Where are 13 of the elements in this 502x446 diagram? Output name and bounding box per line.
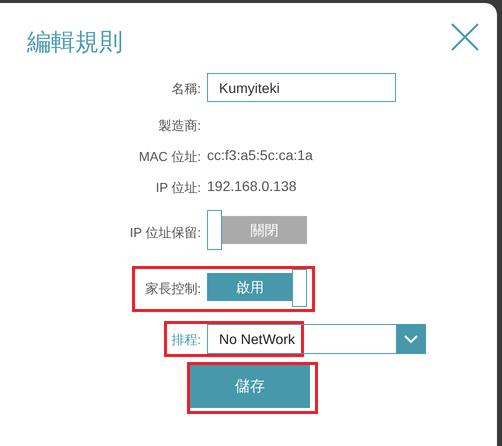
field-label: MAC 位址: [138, 148, 201, 166]
field-value: 192.168.0.138 [207, 178, 297, 194]
field-label: 家長控制: [145, 280, 201, 298]
dropdown-select: No NetWork [207, 324, 396, 354]
input-field: Kumyiteki [207, 73, 396, 102]
field-value: cc:f3:a5:5c:ca:1a [207, 147, 313, 163]
dialog-title: 編輯規則 [27, 28, 123, 58]
field-label: IP 位址保留: [130, 224, 201, 242]
field-label: 製造商: [158, 117, 201, 135]
field-label: IP 位址: [156, 179, 201, 197]
field-label: 名稱: [171, 80, 201, 98]
field-label: 排程: [171, 331, 201, 349]
save-button: 儲存 [190, 365, 310, 408]
